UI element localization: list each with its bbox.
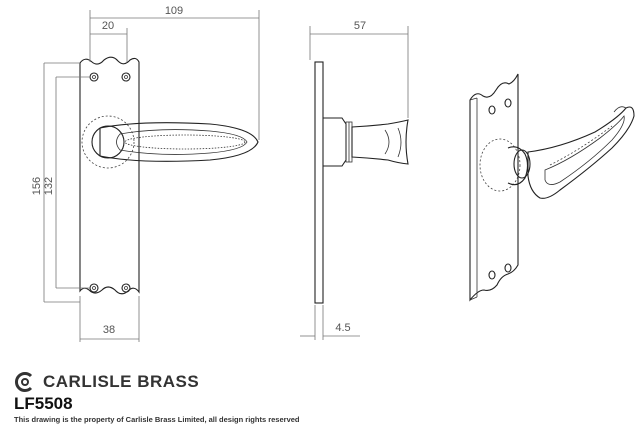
front-fixing-hole-bottom-left (89, 283, 99, 293)
product-code: LF5508 (14, 394, 73, 413)
front-backplate (79, 56, 140, 295)
iso-backplate (469, 73, 519, 302)
front-view-dimensions: 109 20 156 132 38 (31, 5, 260, 342)
brand-name: CARLISLE BRASS (43, 372, 200, 391)
front-fixing-hole-bottom-right (121, 283, 131, 293)
lever-handle-drawing: 109 20 156 132 38 (31, 5, 635, 342)
front-fixing-hole-top-left (89, 72, 99, 82)
side-lever (351, 119, 409, 165)
iso-lever (527, 106, 635, 199)
dim-plate-width: 38 (103, 324, 115, 336)
side-rose (323, 117, 347, 167)
front-lever-recess (116, 129, 248, 155)
side-view (314, 61, 409, 304)
side-backplate (314, 61, 324, 304)
iso-lever-recess (544, 115, 625, 185)
dim-fixing-centres: 132 (43, 177, 55, 195)
dim-plate-thickness: 4.5 (335, 322, 350, 334)
dim-plate-height: 156 (31, 177, 43, 195)
copyright-notice: This drawing is the property of Carlisle… (14, 415, 300, 424)
dim-projection: 57 (354, 20, 366, 32)
front-boss-outline (81, 115, 135, 169)
carlisle-c-logo-icon (15, 372, 33, 392)
isometric-view (469, 73, 635, 302)
front-fixing-hole-top-right (121, 72, 131, 82)
front-lever (99, 122, 259, 162)
iso-rose-outline (479, 138, 521, 192)
front-view (79, 56, 259, 295)
dim-overall-width: 109 (165, 5, 183, 17)
side-view-dimensions: 57 4.5 (300, 20, 409, 340)
brand-block: CARLISLE BRASS (14, 371, 199, 393)
dim-boss-offset: 20 (102, 20, 114, 32)
front-boss (91, 125, 125, 159)
